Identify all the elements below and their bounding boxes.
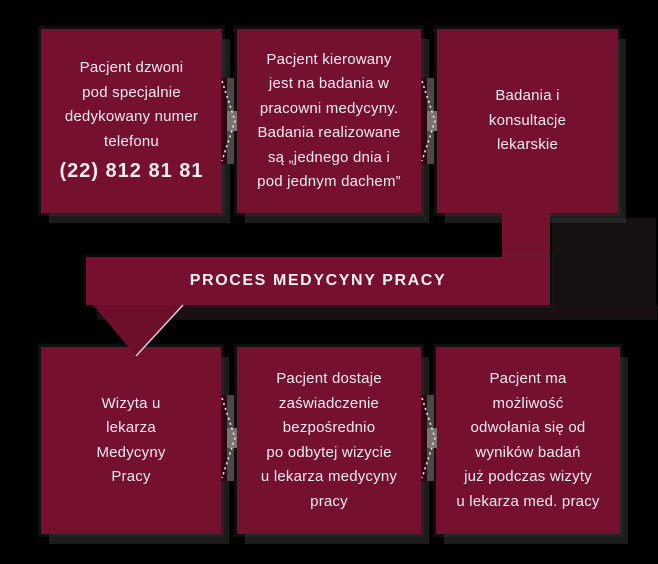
- step-line: jest na badania w: [268, 75, 390, 92]
- ribbon-back-shade: [552, 218, 656, 305]
- step-line: Badania realizowane: [257, 124, 401, 141]
- step-line: Pacjent kierowany: [266, 50, 392, 68]
- step-text: Pacjent dostaje zaświadczenie bezpośredn…: [261, 367, 397, 514]
- phone-number: (22) 812 81 81: [59, 160, 204, 182]
- step-box-appeal: Pacjent ma możliwość odwołania się od wy…: [436, 347, 620, 534]
- step-line: u lekarza med. pracy: [456, 492, 600, 510]
- step-text: Badania i konsultacje lekarskie: [489, 84, 566, 158]
- step-line: bezpośrednio: [282, 419, 376, 436]
- step-line: pracy: [310, 492, 348, 510]
- step-text: Pacjent ma możliwość odwołania się od wy…: [456, 367, 599, 514]
- chevron-right-icon: [421, 78, 437, 164]
- step-line: Wizyta u: [101, 394, 161, 412]
- step-line: pracowni medycyny.: [259, 99, 399, 117]
- step-box-exams: Badania i konsultacje lekarskie: [437, 29, 618, 213]
- step-line: pod jednym dachem”: [257, 173, 401, 190]
- step-line: Pacjent ma: [489, 370, 567, 387]
- step-line: Pacjent dzwoni: [79, 59, 184, 76]
- step-line: Medycyny: [96, 443, 166, 461]
- ribbon-under-shadow: [97, 305, 657, 320]
- step-text: Wizyta u lekarza Medycyny Pracy: [96, 392, 165, 490]
- down-arrow-icon: [93, 304, 184, 357]
- step-text: Pacjent dzwoni pod specjalnie dedykowany…: [59, 56, 203, 186]
- step-line: u lekarza medycyny: [260, 468, 398, 485]
- step-box-certificate: Pacjent dostaje zaświadczenie bezpośredn…: [237, 347, 421, 534]
- step-line: wyników badań: [475, 443, 581, 461]
- vertical-connector: [502, 212, 550, 259]
- step-line: Badania i: [495, 87, 560, 105]
- step-line: Pracy: [111, 468, 151, 485]
- chevron-right-icon: [421, 395, 437, 481]
- step-line: możliwość: [492, 394, 564, 412]
- step-line: odwołania się od: [470, 419, 586, 436]
- process-banner: PROCES MEDYCYNY PRACY: [86, 257, 550, 305]
- step-text: Pacjent kierowany jest na badania w prac…: [257, 48, 401, 195]
- chevron-right-icon: [221, 78, 237, 164]
- step-box-phone-call: Pacjent dzwoni pod specjalnie dedykowany…: [41, 29, 222, 213]
- step-box-referral: Pacjent kierowany jest na badania w prac…: [237, 29, 421, 213]
- step-line: konsultacje: [488, 111, 567, 129]
- chevron-right-icon: [221, 395, 237, 481]
- step-line: telefonu: [104, 132, 159, 150]
- step-line: lekarza: [106, 419, 156, 436]
- step-line: lekarskie: [497, 136, 558, 154]
- step-line: dedykowany numer: [64, 108, 199, 125]
- step-line: są „jednego dnia i: [267, 148, 391, 166]
- step-box-doctor-visit: Wizyta u lekarza Medycyny Pracy: [41, 347, 221, 534]
- step-line: zaświadczenie: [278, 394, 380, 412]
- step-line: Pacjent dostaje: [276, 370, 382, 387]
- step-line: już podczas wizyty: [464, 468, 592, 485]
- step-line: po odbytej wizycie: [266, 443, 392, 461]
- banner-title: PROCES MEDYCYNY PRACY: [189, 272, 447, 289]
- step-line: pod specjalnie: [82, 83, 181, 101]
